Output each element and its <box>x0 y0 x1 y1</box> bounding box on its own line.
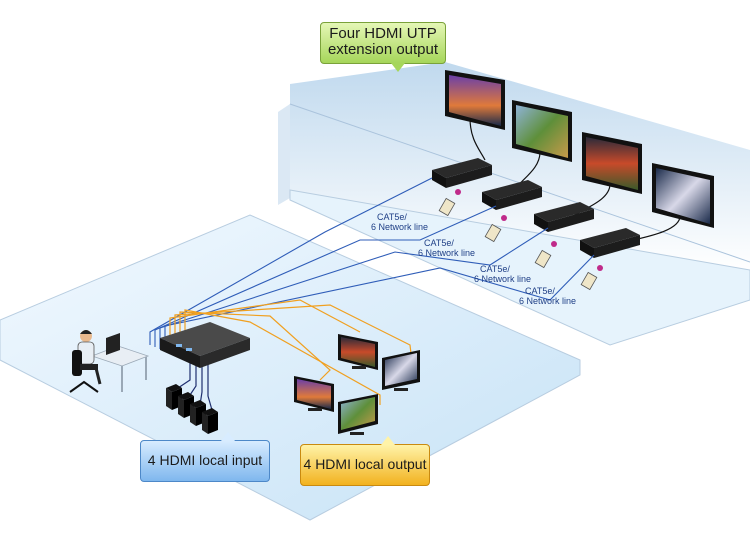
operator-workstation <box>69 330 150 393</box>
cable-label-3: CAT5e/ 6 Network line <box>474 264 531 284</box>
remote-display-3 <box>582 132 642 194</box>
remote-display-4 <box>652 163 714 228</box>
power-adapters <box>438 189 603 291</box>
cable-label-4-line1: CAT5e/ <box>525 286 555 296</box>
extension-output-callout: Four HDMI UTP extension output <box>320 22 446 72</box>
operator-hair <box>80 330 92 334</box>
local-output-callout: 4 HDMI local output <box>300 436 430 486</box>
local-display-3 <box>294 376 334 412</box>
local-input-callout: 4 HDMI local input <box>140 432 270 482</box>
remote-display-2 <box>512 100 572 162</box>
receiver-1 <box>432 158 492 188</box>
cable-label-1-line2: 6 Network line <box>371 222 429 232</box>
cable-label-1-line1: CAT5e/ <box>377 212 407 222</box>
cable-label-2-line1: CAT5e/ <box>424 238 454 248</box>
local-displays <box>294 334 420 435</box>
remote-room-back-wall <box>290 62 750 270</box>
utp-cables <box>149 177 595 351</box>
cable-label-1: CAT5e/ 6 Network line <box>371 212 428 232</box>
hdmi-receivers <box>432 158 640 258</box>
local-room-floor <box>0 214 581 521</box>
extension-output-line1: Four HDMI UTP <box>329 25 437 42</box>
source-computers <box>166 384 218 434</box>
remote-room-floor <box>289 189 750 346</box>
receiver-3 <box>534 202 594 232</box>
cable-label-4-line2: 6 Network line <box>519 296 577 306</box>
workstation-monitor <box>106 333 120 355</box>
local-display-1 <box>338 334 378 370</box>
cable-label-2: CAT5e/ 6 Network line <box>418 238 475 258</box>
extension-output-line2: extension output <box>327 40 439 58</box>
cable-label-3-line1: CAT5e/ <box>480 264 510 274</box>
remote-room-side-wall <box>278 104 290 205</box>
cable-label-2-line2: 6 Network line <box>418 248 476 258</box>
cable-label-3-line2: 6 Network line <box>474 274 532 284</box>
receiver-2 <box>482 180 542 210</box>
receiver-4 <box>580 228 640 258</box>
cable-label-4: CAT5e/ 6 Network line <box>519 286 576 306</box>
source-pc-4 <box>202 408 218 434</box>
hdmi-matrix-unit <box>160 322 250 368</box>
office-chair <box>72 350 82 376</box>
local-display-2 <box>382 350 420 391</box>
remote-displays <box>445 70 714 228</box>
local-display-4 <box>338 394 378 435</box>
remote-display-1 <box>445 70 505 130</box>
